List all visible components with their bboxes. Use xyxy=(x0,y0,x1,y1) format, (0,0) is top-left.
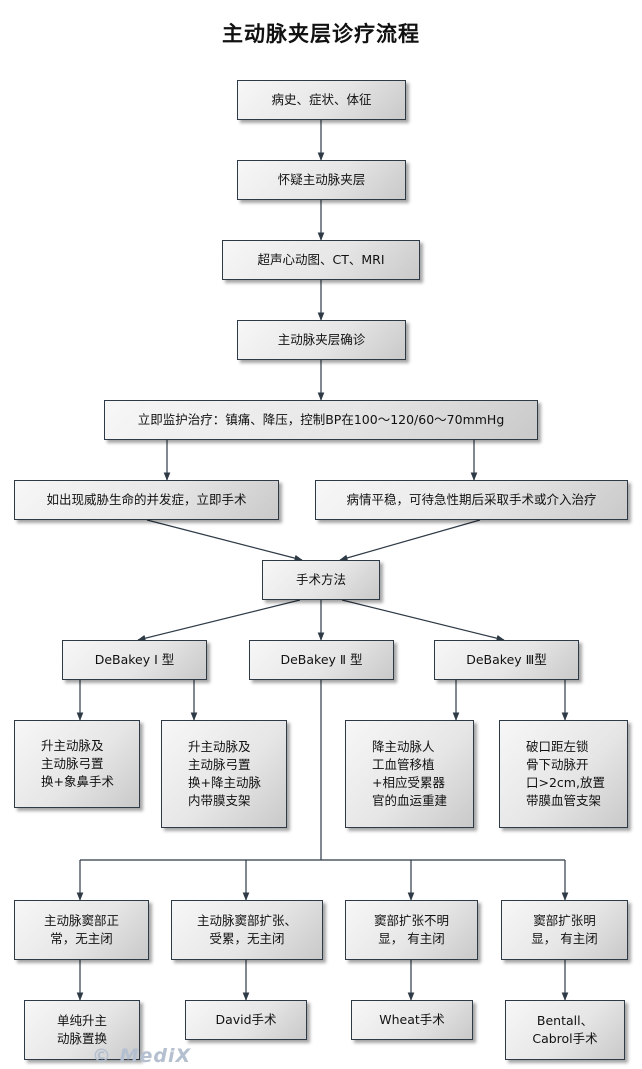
node-urgent: 如出现威胁生命的并发症，立即手术 xyxy=(14,480,279,520)
node-op-david: David手术 xyxy=(185,1000,307,1040)
node-d3a: 降主动脉人 工血管移植 +相应受累器 官的血运重建 xyxy=(345,720,474,828)
node-history: 病史、症状、体征 xyxy=(237,80,406,120)
node-op-simple: 单纯升主 动脉置换 xyxy=(24,1000,140,1060)
node-confirm: 主动脉夹层确诊 xyxy=(237,320,406,360)
node-method: 手术方法 xyxy=(262,560,380,600)
node-imaging: 超声心动图、CT、MRI xyxy=(222,240,420,280)
node-suspect: 怀疑主动脉夹层 xyxy=(237,160,406,200)
node-sinus-dilated: 主动脉窦部扩张、 受累，无主闭 xyxy=(171,900,323,960)
node-debakey3: DeBakey Ⅲ型 xyxy=(434,640,579,680)
node-sinus-normal: 主动脉窦部正 常，无主闭 xyxy=(14,900,149,960)
node-op-wheat: Wheat手术 xyxy=(351,1000,473,1040)
node-monitor: 立即监护治疗：镇痛、降压，控制BP在100～120/60～70mmHg xyxy=(104,400,538,440)
watermark-logo: © MediX xyxy=(92,1045,192,1067)
node-sinus-minor: 窦部扩张不明 显， 有主闭 xyxy=(345,900,478,960)
node-d1b: 升主动脉及 主动脉弓置 换+降主动脉 内带膜支架 xyxy=(161,720,287,828)
diagram-title: 主动脉夹层诊疗流程 xyxy=(222,22,420,46)
arrow-method-debakey3 xyxy=(341,599,505,642)
node-sinus-obvious: 窦部扩张明 显， 有主闭 xyxy=(501,900,628,960)
bus-debakey2 xyxy=(80,680,565,861)
arrow-urgent-method xyxy=(146,519,303,562)
arrow-stable-method xyxy=(339,519,481,562)
node-d3b: 破口距左锁 骨下动脉开 口>2cm,放置 带膜血管支架 xyxy=(499,720,628,828)
node-stable: 病情平稳，可待急性期后采取手术或介入治疗 xyxy=(315,480,628,520)
node-debakey1: DeBakey Ⅰ 型 xyxy=(62,640,207,680)
arrow-method-debakey1 xyxy=(137,599,301,642)
node-op-bentall: Bentall、 Cabrol手术 xyxy=(505,1000,625,1060)
node-debakey2: DeBakey Ⅱ 型 xyxy=(249,640,394,680)
node-d1a: 升主动脉及 主动脉弓置 换+象鼻手术 xyxy=(14,720,140,808)
